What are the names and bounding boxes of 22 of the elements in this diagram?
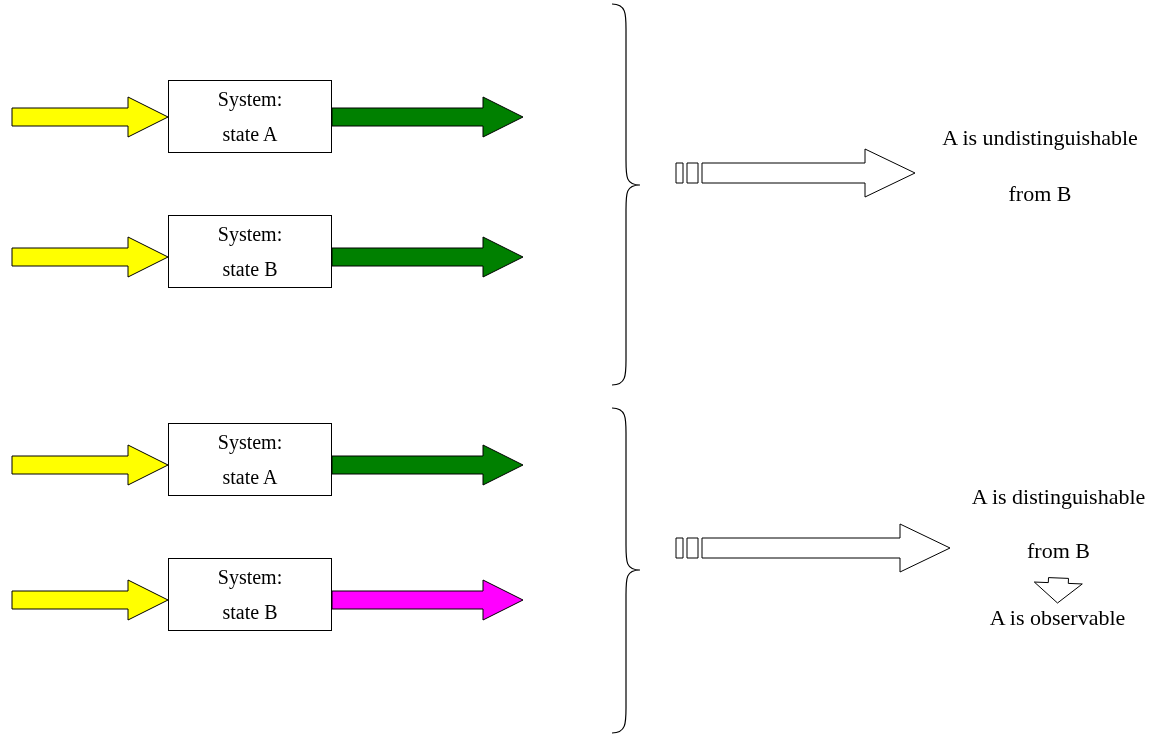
block-arrow	[331, 96, 524, 138]
block-arrow	[11, 579, 169, 621]
node-label: A is observable	[988, 604, 1127, 632]
block-arrow	[331, 579, 524, 621]
block-arrow	[11, 96, 169, 138]
block-arrow	[675, 148, 916, 198]
system-box	[168, 80, 332, 153]
node-label: System: state B	[216, 564, 284, 625]
node-label: A is undistinguishable from B	[941, 124, 1139, 208]
node-label: System: state A	[216, 86, 284, 147]
system-box	[168, 215, 332, 288]
system-box	[168, 558, 332, 631]
block-arrow	[11, 236, 169, 278]
block-arrow	[331, 444, 524, 486]
block-arrow	[11, 444, 169, 486]
node-label: System: state A	[216, 429, 284, 490]
block-arrow	[331, 236, 524, 278]
node-label: A is distinguishable from B	[970, 483, 1147, 565]
node-label: System: state B	[216, 221, 284, 282]
system-box	[168, 423, 332, 496]
block-arrow	[1033, 577, 1083, 604]
block-arrow	[675, 523, 951, 573]
